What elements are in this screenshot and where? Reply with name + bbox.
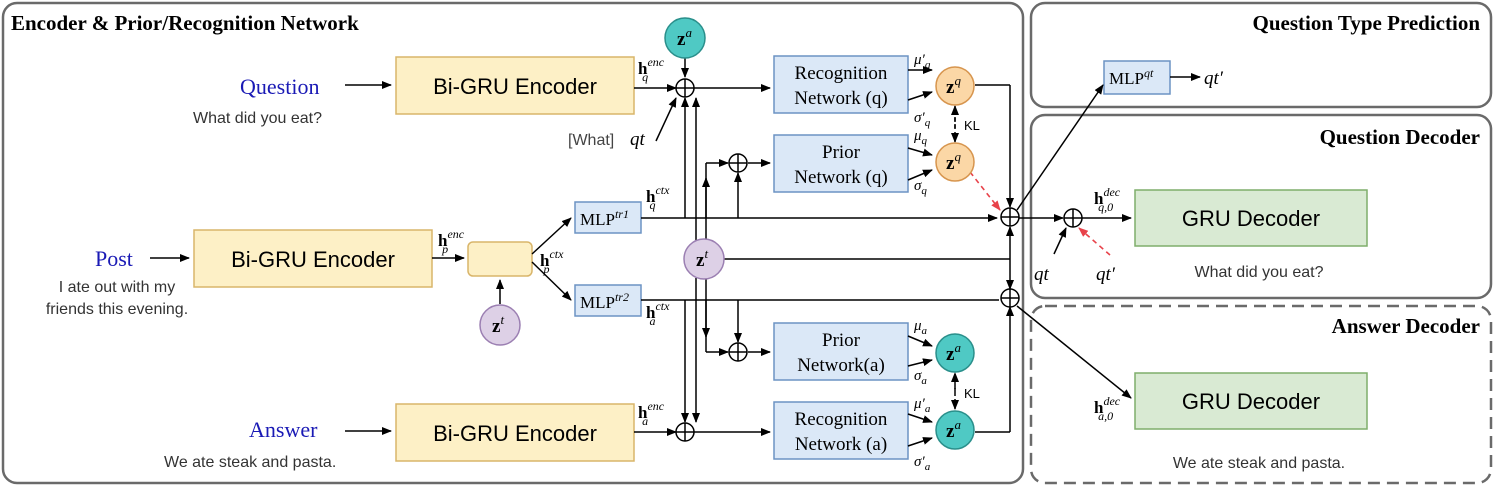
- question-text: What did you eat?: [193, 110, 322, 127]
- svg-text:zt: zt: [696, 246, 708, 271]
- qt-prime-decoder-input: qt′: [1096, 264, 1116, 285]
- encoder-panel: [1, 1, 1025, 485]
- plus-node-answer: [675, 422, 695, 442]
- plus-node-decoder: [1063, 208, 1083, 228]
- bigru-encoder-answer-label: Bi-GRU Encoder: [433, 421, 597, 446]
- mu-a: μa: [913, 318, 928, 337]
- qt-input: qt: [630, 129, 646, 150]
- post-text-line1: I ate out with my: [59, 279, 176, 296]
- plus-nodes: [675, 78, 1083, 442]
- latent-zq-prior: zq: [935, 142, 975, 182]
- red-dashed-arrow-qt: [1078, 227, 1111, 256]
- recognition-network-a: [773, 401, 909, 460]
- latent-zq-recognition: zq: [935, 66, 975, 106]
- prior-network-q: [773, 134, 909, 193]
- question-output-text: What did you eat?: [1195, 264, 1324, 281]
- kl-label-q: KL: [964, 118, 980, 133]
- sigma-q-prime: σ′q: [914, 110, 931, 129]
- bigru-encoder-question: [395, 56, 635, 115]
- mu-q: μq: [913, 128, 928, 147]
- mlp-tr2-box: [574, 284, 642, 317]
- answer-text: We ate steak and pasta.: [164, 454, 336, 471]
- prior-network-q-line1: Prior: [822, 142, 861, 163]
- post-text-line2: friends this evening.: [46, 301, 188, 318]
- adecoder-panel-title: Answer Decoder: [1332, 314, 1480, 338]
- mu-q-prime: μ′q: [913, 52, 931, 71]
- svg-text:zt: zt: [492, 312, 504, 337]
- plus-node-question: [675, 78, 695, 98]
- bigru-encoder-post-label: Bi-GRU Encoder: [231, 247, 395, 272]
- recognition-network-q-line2: Network (q): [794, 88, 887, 109]
- gru-decoder-question: [1134, 189, 1368, 247]
- what-tag: [What]: [568, 132, 614, 149]
- post-context-box: [467, 241, 533, 277]
- qt-decoder-input: qt: [1034, 264, 1050, 285]
- sigma-q: σq: [914, 178, 927, 197]
- bigru-encoder-answer: [395, 403, 635, 462]
- qt-output: qt′: [1204, 68, 1224, 89]
- connections: [150, 57, 1201, 447]
- plus-node-combine-a: [1000, 288, 1020, 308]
- answer-label: Answer: [249, 417, 318, 442]
- encoder-panel-title: Encoder & Prior/Recognition Network: [11, 11, 359, 35]
- recognition-network-q: [773, 55, 909, 114]
- sigma-a-prime: σ′a: [914, 454, 931, 473]
- prior-network-q-line2: Network (q): [794, 167, 887, 188]
- mlp-tr2-label: MLPtr2: [580, 290, 629, 312]
- prior-network-a-line2: Network(a): [797, 355, 885, 376]
- gru-decoder-answer: [1134, 372, 1368, 430]
- qtype-panel-title: Question Type Prediction: [1252, 11, 1480, 35]
- qdecoder-panel-title: Question Decoder: [1320, 125, 1480, 149]
- plus-node-combine-q: [1000, 207, 1020, 227]
- qdecoder-panel: [1029, 113, 1493, 300]
- latent-za-recognition: za: [935, 410, 975, 450]
- recognition-network-a-line1: Recognition: [795, 409, 888, 430]
- svg-text:za: za: [677, 25, 692, 50]
- prior-network-a: [773, 322, 909, 381]
- mlp-qt-box: [1103, 60, 1171, 95]
- mlp-tr1-label: MLPtr1: [580, 207, 629, 229]
- recognition-network-q-line1: Recognition: [795, 63, 888, 84]
- svg-text:zq: zq: [946, 149, 961, 174]
- latent-za-prior: za: [935, 333, 975, 373]
- post-label: Post: [95, 246, 133, 271]
- svg-text:za: za: [946, 417, 961, 442]
- latent-za-top: za: [664, 17, 706, 59]
- question-label: Question: [240, 74, 319, 99]
- recognition-network-a-line2: Network (a): [795, 434, 887, 455]
- latent-zt-middle: zt: [683, 238, 725, 280]
- latent-zt-post: zt: [479, 304, 521, 346]
- adecoder-panel: [1029, 304, 1493, 485]
- sigma-a: σa: [914, 368, 927, 387]
- mlp-qt-label: MLPqt: [1109, 66, 1154, 88]
- svg-text:zq: zq: [946, 73, 961, 98]
- plus-node-prior-q: [728, 153, 748, 173]
- mu-a-prime: μ′a: [913, 396, 931, 415]
- answer-output-text: We ate steak and pasta.: [1173, 455, 1345, 472]
- kl-label-a: KL: [964, 386, 980, 401]
- svg-text:za: za: [946, 340, 961, 365]
- red-dashed-arrow-zq: [969, 171, 1001, 211]
- gru-decoder-question-label: GRU Decoder: [1182, 206, 1320, 231]
- plus-node-prior-a: [728, 342, 748, 362]
- gru-decoder-answer-label: GRU Decoder: [1182, 389, 1320, 414]
- bigru-encoder-question-label: Bi-GRU Encoder: [433, 74, 597, 99]
- mlp-tr1-box: [574, 201, 642, 234]
- prior-network-a-line1: Prior: [822, 330, 861, 351]
- qtype-panel: [1029, 1, 1493, 109]
